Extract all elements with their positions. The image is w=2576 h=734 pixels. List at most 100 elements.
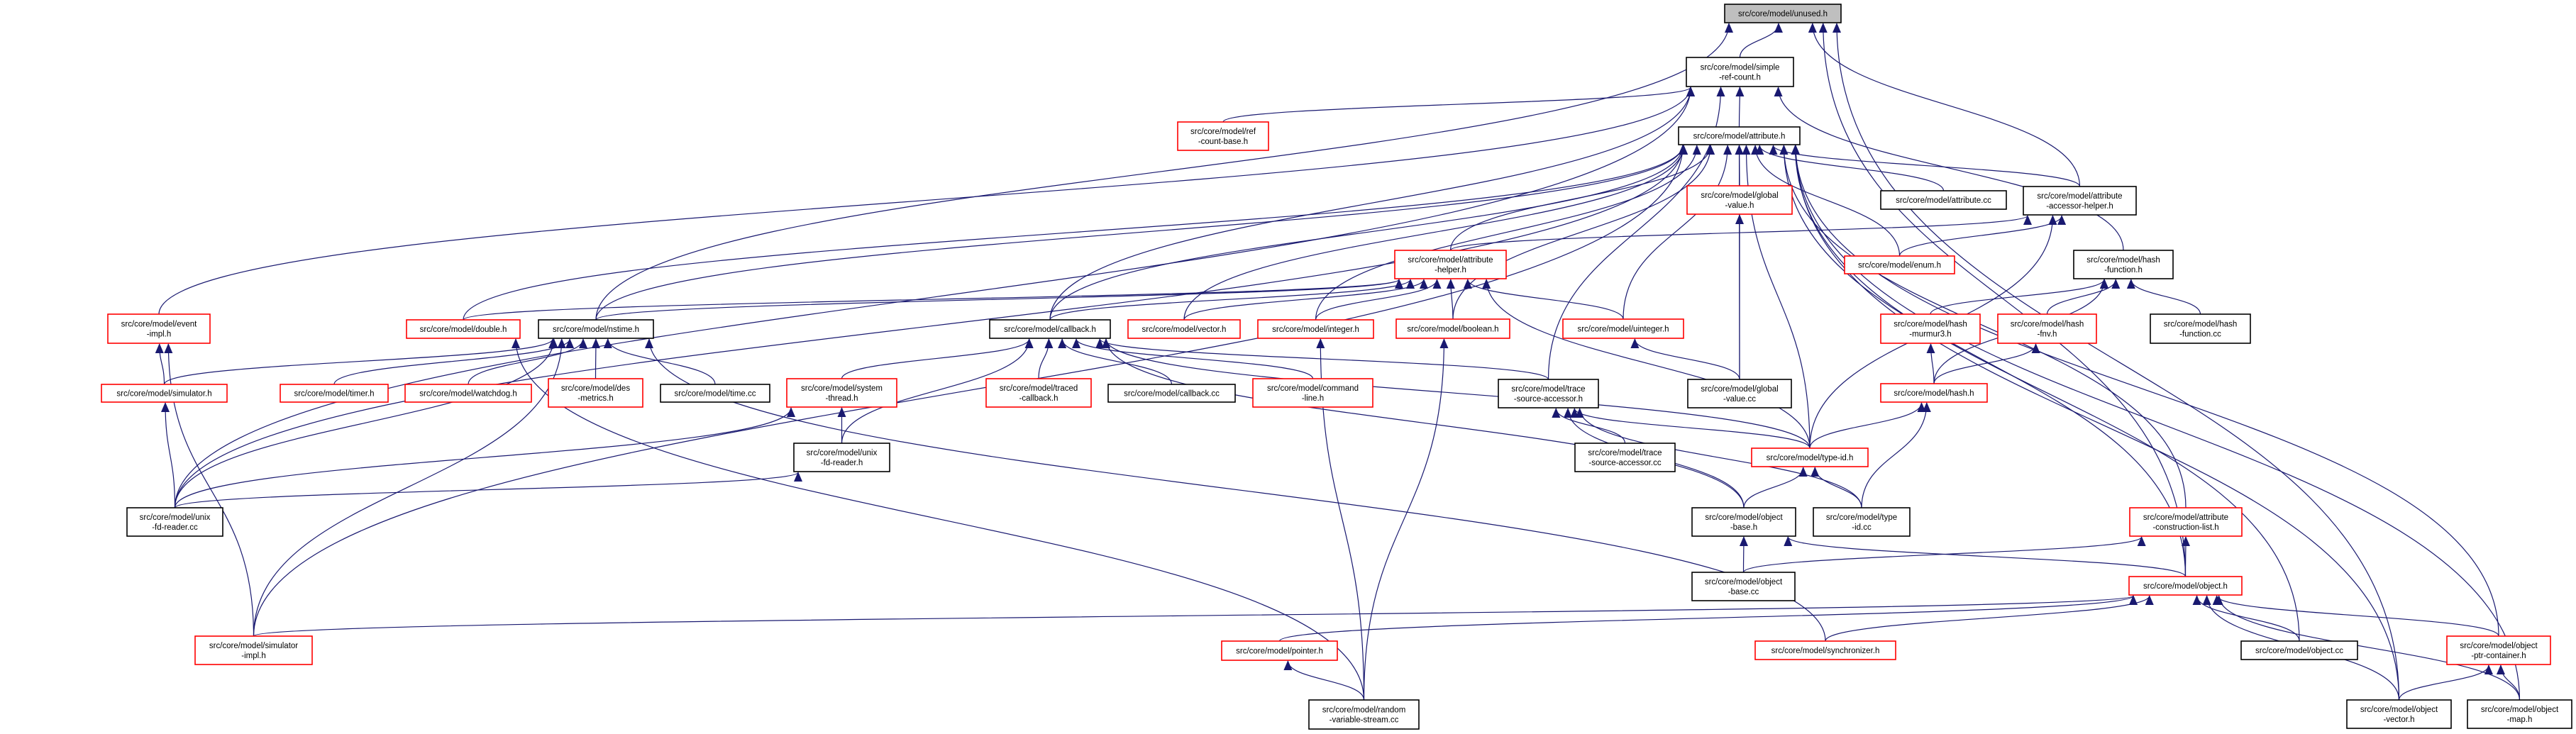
edge-trace_source_accessor_h-to-callback_h xyxy=(1095,338,1549,380)
node-attribute-helper[interactable]: src/core/model/attribute-helper.h xyxy=(1394,250,1507,279)
node-simple-ref-count[interactable]: src/core/model/simple-ref-count.h xyxy=(1686,57,1794,87)
node-box xyxy=(1394,250,1507,279)
node-des-metrics[interactable]: src/core/model/des-metrics.h xyxy=(548,378,643,408)
node-object-h[interactable]: src/core/model/object.h xyxy=(2128,576,2243,596)
node-label: -fnv.h xyxy=(2038,330,2057,339)
node-timer-h[interactable]: src/core/model/timer.h xyxy=(280,384,389,403)
node-enum-h[interactable]: src/core/model/enum.h xyxy=(1844,255,1955,274)
node-object-ptr-container[interactable]: src/core/model/object-ptr-container.h xyxy=(2446,635,2551,665)
node-box xyxy=(989,319,1111,339)
node-unused[interactable]: src/core/model/unused.h xyxy=(1724,4,1842,23)
edge-simulator_impl-to-object_h xyxy=(253,595,2137,637)
node-label: src/core/model/traced xyxy=(1000,384,1078,393)
edge-simple_ref_count-to-unused xyxy=(1739,23,1783,58)
node-object-map[interactable]: src/core/model/object-map.h xyxy=(2467,699,2572,729)
node-type-id-cc[interactable]: src/core/model/type-id.cc xyxy=(1813,507,1911,537)
node-object-base-cc[interactable]: src/core/model/object-base.cc xyxy=(1691,572,1796,601)
edge-enum_h-to-attribute_h xyxy=(1751,145,1901,257)
node-unix-fd-reader-h[interactable]: src/core/model/unix-fd-reader.h xyxy=(793,443,890,472)
node-label: -callback.h xyxy=(1019,394,1058,403)
edge-object_cc-to-object_h xyxy=(2192,595,2300,642)
node-object-cc[interactable]: src/core/model/object.cc xyxy=(2240,640,2358,660)
node-unix-fd-reader-cc[interactable]: src/core/model/unix-fd-reader.cc xyxy=(126,507,223,537)
node-uinteger-h[interactable]: src/core/model/uinteger.h xyxy=(1562,318,1684,339)
node-accessor-helper[interactable]: src/core/model/attribute-accessor-helper… xyxy=(2023,186,2137,216)
nodes-layer: src/core/model/unused.h src/core/model/si… xyxy=(101,4,2572,730)
node-time-cc[interactable]: src/core/model/time.cc xyxy=(660,384,770,403)
node-label: -accessor-helper.h xyxy=(2046,202,2113,211)
node-event-impl[interactable]: src/core/model/event-impl.h xyxy=(107,313,211,344)
edge-type_id_cc-to-hash_h xyxy=(1861,402,1931,508)
node-label: -function.cc xyxy=(2179,330,2221,339)
node-label: src/core/model/attribute.h xyxy=(1693,133,1786,141)
edge-hash_h-to-hash_fnv xyxy=(1933,343,2040,384)
node-box xyxy=(1177,121,1269,151)
node-hash-h[interactable]: src/core/model/hash.h xyxy=(1880,383,1988,403)
edge-object_vector-to-unused xyxy=(1833,23,2400,701)
node-box xyxy=(126,507,223,537)
node-label: src/core/model/object xyxy=(1705,513,1783,522)
node-trace-source-accessor-h[interactable]: src/core/model/trace-source-accessor.h xyxy=(1498,379,1599,408)
edge-object_map-to-object_ptr_container xyxy=(2496,665,2521,701)
node-box xyxy=(280,384,389,403)
node-box xyxy=(406,319,521,339)
node-hash-murmur3[interactable]: src/core/model/hash-murmur3.h xyxy=(1880,313,1981,344)
edge-double_h-to-attribute_helper xyxy=(463,279,1403,321)
node-global-value-cc[interactable]: src/core/model/global-value.cc xyxy=(1687,379,1792,408)
edge-nstime_h-to-unused xyxy=(595,23,1733,321)
node-pointer-h[interactable]: src/core/model/pointer.h xyxy=(1221,640,1338,661)
node-synchronizer-h[interactable]: src/core/model/synchronizer.h xyxy=(1754,640,1896,660)
node-label: src/core/model/trace xyxy=(1588,449,1662,457)
node-integer-h[interactable]: src/core/model/integer.h xyxy=(1257,319,1374,339)
node-simulator-h[interactable]: src/core/model/simulator.h xyxy=(101,384,228,403)
node-box xyxy=(1686,185,1793,215)
node-object-base-h[interactable]: src/core/model/object-base.h xyxy=(1691,507,1796,537)
node-label: src/core/model/random xyxy=(1322,706,1406,715)
node-ref-count-base[interactable]: src/core/model/ref-count-base.h xyxy=(1177,121,1269,151)
node-object-vector[interactable]: src/core/model/object-vector.h xyxy=(2346,699,2452,729)
node-label: -variable-stream.cc xyxy=(1330,716,1399,725)
node-label: src/core/model/hash.h xyxy=(1894,389,1974,398)
node-label: src/core/model/double.h xyxy=(420,326,507,334)
node-attr-construction-list[interactable]: src/core/model/attribute-construction-li… xyxy=(2129,507,2243,537)
edge-unix_fd_reader_cc-to-nstime_h xyxy=(174,338,558,508)
node-simulator-impl[interactable]: src/core/model/simulator-impl.h xyxy=(194,635,313,665)
node-callback-h[interactable]: src/core/model/callback.h xyxy=(989,319,1111,339)
node-hash-function-h[interactable]: src/core/model/hash-function.h xyxy=(2073,250,2174,279)
node-traced-callback[interactable]: src/core/model/traced-callback.h xyxy=(985,378,1092,408)
node-box xyxy=(1880,383,1988,403)
node-label: -impl.h xyxy=(241,652,266,660)
edge-enum_h-to-accessor_helper xyxy=(1898,215,2066,257)
node-label: src/core/model/timer.h xyxy=(294,390,374,399)
node-box xyxy=(793,443,890,472)
node-label: -map.h xyxy=(2507,716,2533,724)
node-boolean-h[interactable]: src/core/model/boolean.h xyxy=(1395,318,1510,339)
edge-command_line-to-callback_h xyxy=(1072,338,1314,379)
edge-attribute_helper-to-accessor_helper xyxy=(1449,215,2032,251)
node-label: -function.h xyxy=(2104,266,2143,274)
edge-simulator_h-to-nstime_h xyxy=(163,338,557,385)
node-command-line[interactable]: src/core/model/command-line.h xyxy=(1252,378,1373,408)
node-type-id-h[interactable]: src/core/model/type-id.h xyxy=(1751,447,1869,467)
node-nstime-h[interactable]: src/core/model/nstime.h xyxy=(538,319,654,339)
node-attribute-cc[interactable]: src/core/model/attribute.cc xyxy=(1880,190,2007,210)
node-callback-cc[interactable]: src/core/model/callback.cc xyxy=(1107,384,1236,403)
node-random-variable-stream[interactable]: src/core/model/random-variable-stream.cc xyxy=(1308,699,1420,730)
node-system-thread[interactable]: src/core/model/system-thread.h xyxy=(786,378,897,408)
node-hash-fnv[interactable]: src/core/model/hash-fnv.h xyxy=(1997,313,2097,344)
node-vector-h[interactable]: src/core/model/vector.h xyxy=(1127,319,1241,339)
node-watchdog-h[interactable]: src/core/model/watchdog.h xyxy=(404,384,532,403)
edge-type_id_h-to-attribute_helper xyxy=(1482,279,1811,449)
edge-object_ptr_container-to-object_h xyxy=(2212,595,2499,637)
node-box xyxy=(1395,318,1510,339)
node-label: -base.cc xyxy=(1728,588,1759,596)
node-double-h[interactable]: src/core/model/double.h xyxy=(406,319,521,339)
node-box xyxy=(2467,699,2572,729)
edge-object_h-to-attribute_h xyxy=(1779,145,2187,577)
node-attribute-h[interactable]: src/core/model/attribute.h xyxy=(1678,126,1801,145)
edge-nstime_h-to-attribute_helper xyxy=(595,279,1403,321)
node-hash-function-cc[interactable]: src/core/model/hash-function.cc xyxy=(2150,313,2251,344)
node-global-value-h[interactable]: src/core/model/global-value.h xyxy=(1686,185,1793,215)
node-trace-source-accessor-cc[interactable]: src/core/model/trace-source-accessor.cc xyxy=(1574,443,1676,472)
